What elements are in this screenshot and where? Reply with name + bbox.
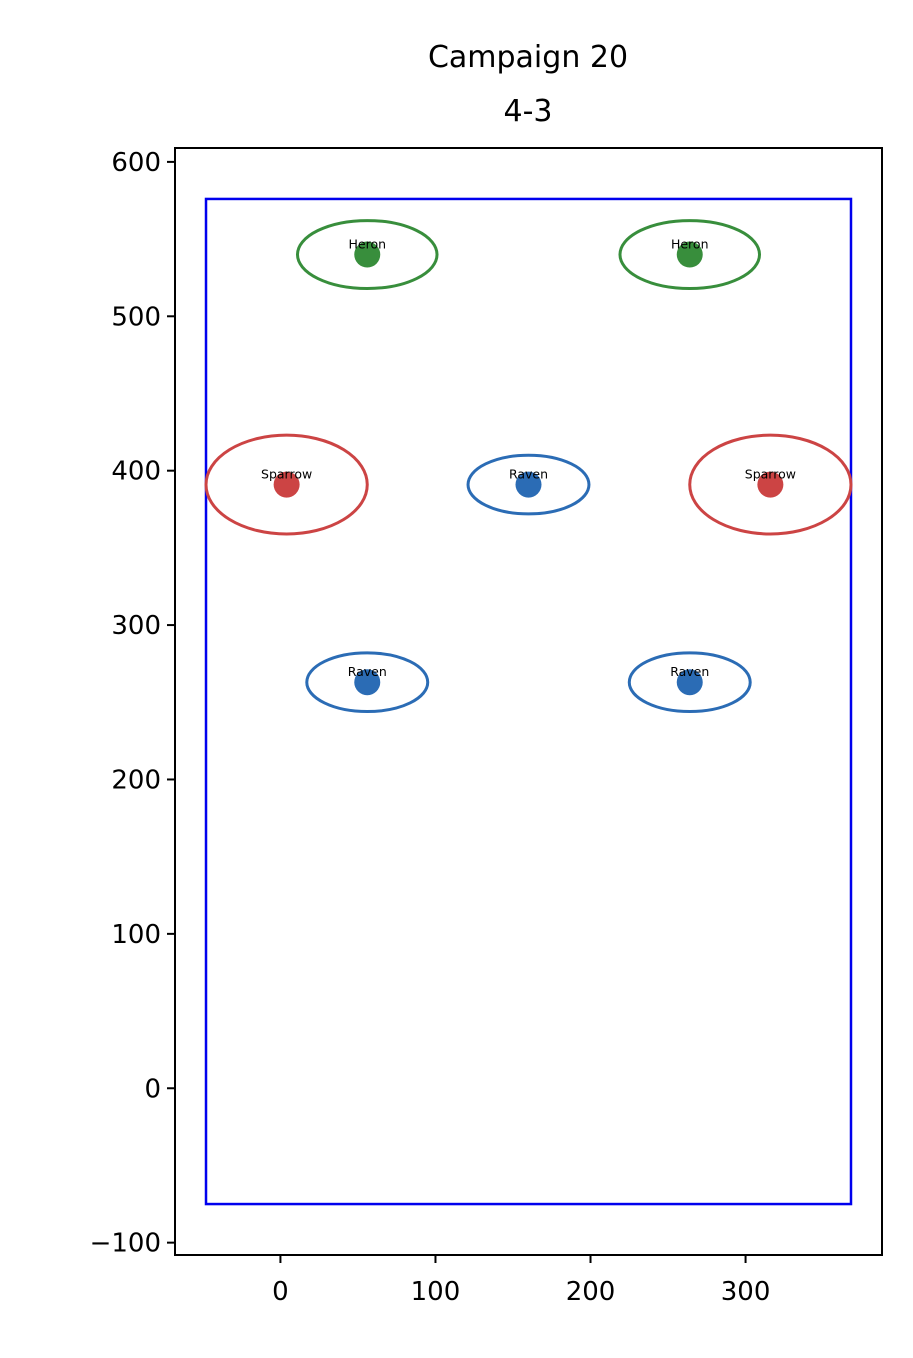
point-raven: Raven <box>627 651 752 714</box>
point-marker <box>354 241 381 268</box>
point-label: Raven <box>670 664 709 679</box>
point-range-ellipse <box>688 433 853 536</box>
point-marker <box>515 471 542 498</box>
chart-title: Campaign 20 <box>428 40 628 75</box>
y-tick-label: 600 <box>111 148 161 178</box>
point-marker <box>676 241 703 268</box>
plot-area-frame <box>174 147 883 1256</box>
point-range-ellipse <box>618 219 762 290</box>
y-axis: −100 0 100 200 300 400 500 600 <box>90 148 175 1259</box>
y-tick-label: 400 <box>111 457 161 487</box>
point-range-ellipse <box>627 651 752 714</box>
point-range-ellipse <box>305 651 430 714</box>
point-marker <box>757 471 784 498</box>
y-tick-label: −100 <box>90 1229 161 1259</box>
y-tick-label: 500 <box>111 302 161 332</box>
point-heron: Heron <box>618 219 762 290</box>
point-range-ellipse <box>466 453 591 516</box>
x-tick-label: 200 <box>566 1277 616 1307</box>
chart-subtitle: 4-3 <box>504 94 553 129</box>
y-tick-label: 0 <box>144 1074 161 1104</box>
point-sparrow: Sparrow <box>688 433 853 536</box>
point-marker <box>676 669 703 696</box>
point-label: Sparrow <box>745 467 796 482</box>
point-raven: Raven <box>305 651 430 714</box>
point-heron: Heron <box>295 219 439 290</box>
point-label: Sparrow <box>261 467 312 482</box>
point-marker <box>273 471 300 498</box>
point-range-ellipse <box>204 433 369 536</box>
point-marker <box>354 669 381 696</box>
field-boundary <box>204 197 853 1206</box>
x-tick-label: 0 <box>272 1277 289 1307</box>
x-axis: 0 100 200 300 <box>272 1255 770 1307</box>
point-label: Heron <box>671 237 709 252</box>
point-label: Raven <box>348 664 387 679</box>
point-raven: Raven <box>466 453 591 516</box>
point-range-ellipse <box>295 219 439 290</box>
point-sparrow: Sparrow <box>204 433 369 536</box>
point-label: Heron <box>348 237 386 252</box>
x-tick-label: 300 <box>721 1277 771 1307</box>
x-tick-label: 100 <box>411 1277 461 1307</box>
y-tick-label: 200 <box>111 765 161 795</box>
y-tick-label: 100 <box>111 920 161 950</box>
point-label: Raven <box>509 467 548 482</box>
y-tick-label: 300 <box>111 611 161 641</box>
